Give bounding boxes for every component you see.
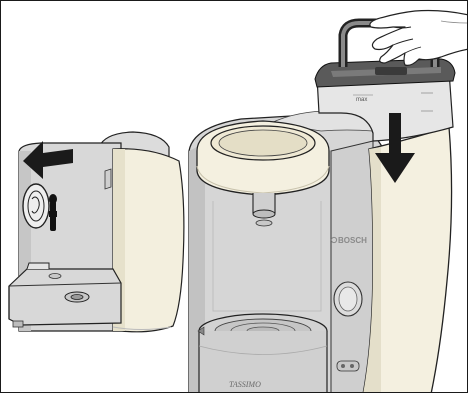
tank-max-label: max [356, 97, 367, 103]
brew-head [197, 121, 329, 195]
start-button[interactable] [334, 282, 362, 316]
cup-platform [199, 314, 327, 393]
indicator-lights [337, 361, 359, 371]
hand-icon [370, 11, 468, 66]
lock-symbol-icon [49, 194, 57, 231]
brand-text: BOSCH [338, 236, 367, 245]
machine-logo-text: TASSIMO [229, 380, 261, 389]
